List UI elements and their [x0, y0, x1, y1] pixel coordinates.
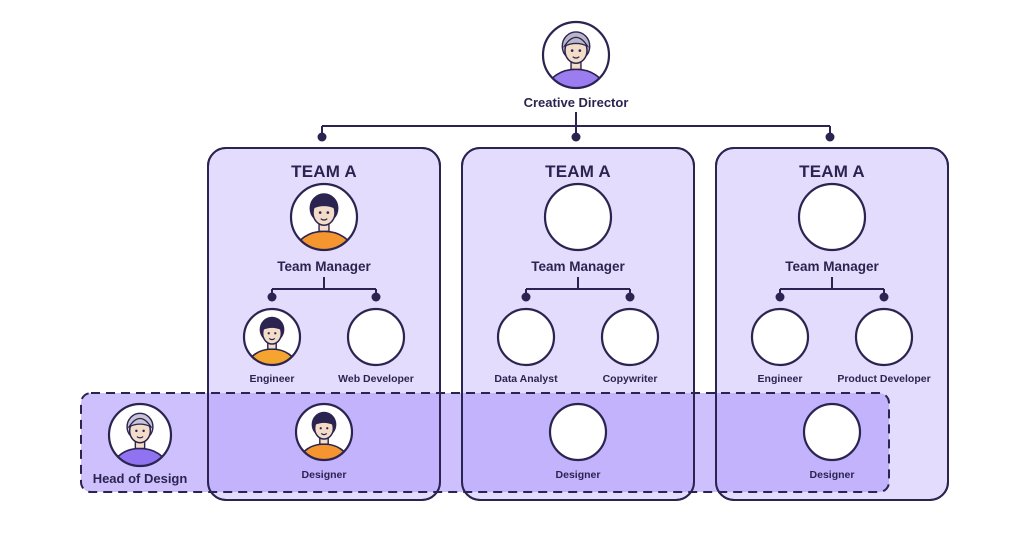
avatar-ring: [543, 182, 613, 252]
team-title: TEAM A: [799, 162, 865, 181]
member-connector-dot: [521, 292, 531, 302]
eye-icon: [142, 429, 145, 433]
avatar-background: [856, 309, 912, 365]
designer-label: Designer: [809, 469, 855, 481]
mouth-icon: [320, 432, 328, 436]
avatar-ring: [802, 402, 862, 462]
eye-icon: [570, 49, 574, 52]
team-manager-label: Team Manager: [277, 259, 371, 274]
avatar-background: [348, 309, 404, 365]
team-member-label: Engineer: [249, 373, 295, 385]
team-title: TEAM A: [291, 162, 357, 181]
team-manager-avatar: [797, 182, 867, 252]
eye-icon: [274, 332, 277, 335]
hair-fringe-icon: [562, 36, 590, 48]
team-box-outline: [461, 147, 695, 501]
team-member-label: Engineer: [757, 373, 803, 385]
team-member-avatar: [346, 307, 406, 367]
head-of-design-label: Head of Design: [92, 471, 188, 486]
team-box-outline: [715, 147, 949, 501]
avatar-background: [602, 309, 658, 365]
team-connector-dot: [825, 132, 835, 142]
avatar-background: [550, 404, 606, 460]
avatar-background: [498, 309, 554, 365]
team-connector-dot: [571, 132, 581, 142]
hair-fringe-icon: [312, 416, 336, 427]
team-member-label: Data Analyst: [494, 373, 558, 385]
avatar-background: [545, 184, 611, 250]
avatar-background: [799, 184, 865, 250]
member-connector-dot: [267, 292, 277, 302]
eye-icon: [318, 211, 322, 214]
avatar-ring: [797, 182, 867, 252]
hair-fringe-icon: [310, 198, 338, 210]
head-of-design-avatar: [107, 402, 173, 468]
creative-director-label: Creative Director: [523, 95, 629, 110]
team-member-label: Copywriter: [602, 373, 658, 385]
creative-director-avatar: [541, 20, 611, 90]
eye-icon: [326, 211, 330, 214]
mouth-icon: [268, 337, 276, 341]
eye-icon: [267, 332, 270, 335]
team-manager-label: Team Manager: [785, 259, 879, 274]
team-member-avatar: [496, 307, 556, 367]
avatar-background: [752, 309, 808, 365]
team-box-outline: [207, 147, 441, 501]
avatar-ring: [548, 402, 608, 462]
hair-fringe-icon: [260, 321, 284, 332]
member-connector-dot: [371, 292, 381, 302]
design-band: [81, 393, 889, 492]
design-band-border: [80, 392, 890, 493]
team-title: TEAM A: [545, 162, 611, 181]
avatar-ring: [242, 307, 302, 367]
team-member-avatar: [854, 307, 914, 367]
team-member-avatar: [242, 307, 302, 367]
eye-icon: [578, 49, 582, 52]
avatar-ring: [600, 307, 660, 367]
eye-icon: [135, 429, 138, 433]
member-connector-dot: [775, 292, 785, 302]
avatar-ring: [294, 402, 354, 462]
team-connector-dot: [317, 132, 327, 142]
avatar-ring: [854, 307, 914, 367]
designer-label: Designer: [301, 469, 347, 481]
team-member-avatar: [750, 307, 810, 367]
team-manager-label: Team Manager: [531, 259, 625, 274]
avatar-ring: [107, 402, 173, 468]
team-manager-avatar: [289, 182, 359, 252]
eye-icon: [326, 427, 329, 430]
eye-icon: [319, 427, 322, 430]
hair-fringe-icon: [127, 417, 153, 429]
member-connector-dot: [625, 292, 635, 302]
mouth-icon: [572, 56, 580, 59]
member-connector-dot: [879, 292, 889, 302]
avatar-background: [804, 404, 860, 460]
mouth-icon: [136, 436, 144, 439]
avatar-ring: [289, 182, 359, 252]
mouth-icon: [320, 218, 328, 221]
team-member-label: Product Developer: [837, 373, 931, 385]
avatar-ring: [541, 20, 611, 90]
team-manager-avatar: [543, 182, 613, 252]
team-member-avatar: [600, 307, 660, 367]
designer-avatar: [802, 402, 862, 462]
team-member-label: Web Developer: [338, 373, 414, 385]
avatar-ring: [750, 307, 810, 367]
avatar-ring: [346, 307, 406, 367]
designer-avatar: [548, 402, 608, 462]
designer-label: Designer: [555, 469, 601, 481]
avatar-ring: [496, 307, 556, 367]
designer-avatar: [294, 402, 354, 462]
